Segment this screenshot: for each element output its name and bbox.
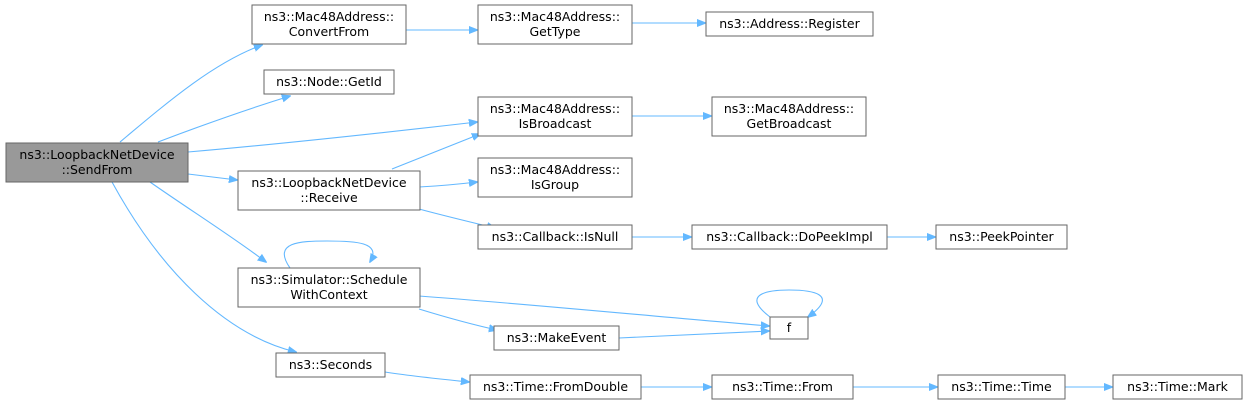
node-label-line1: ns3::Seconds <box>289 357 372 372</box>
node-seconds[interactable]: ns3::Seconds <box>275 352 386 378</box>
edge-sendfrom-receive <box>187 173 237 180</box>
edge-sendfrom-isbroadcast <box>187 122 477 153</box>
edge-receive-isbroadcast <box>391 134 480 170</box>
node-label-line1: ns3::Mac48Address:: <box>724 101 854 116</box>
edge-sendfrom-convertfrom <box>119 45 262 143</box>
edge-schedule-f <box>418 295 769 326</box>
node-label-line2: IsBroadcast <box>519 116 592 131</box>
node-label-line1: ns3::Time::From <box>732 379 833 394</box>
node-label-line1: ns3::MakeEvent <box>507 330 607 345</box>
node-time-fromdouble[interactable]: ns3::Time::FromDouble <box>469 374 642 400</box>
edge-receive-isgroup <box>418 182 477 188</box>
node-simulator-schedulewithcontext[interactable]: ns3::Simulator::Schedule WithContext <box>237 267 421 308</box>
node-label-line1: ns3::Mac48Address:: <box>490 101 620 116</box>
node-label-line2: ::Receive <box>300 190 358 205</box>
node-address-register[interactable]: ns3::Address::Register <box>705 11 874 37</box>
node-label-line1: ns3::Mac48Address:: <box>490 9 620 24</box>
node-label-line1: ns3::Address::Register <box>719 16 860 31</box>
node-label-line1: ns3::Node::GetId <box>276 74 382 89</box>
node-callback-dopeekimpl[interactable]: ns3::Callback::DoPeekImpl <box>691 224 888 250</box>
node-label-line2: GetBroadcast <box>747 116 832 131</box>
node-label-line1: ns3::Time::Time <box>951 379 1052 394</box>
edge-sendfrom-seconds <box>111 181 296 352</box>
edge-schedule-self <box>283 240 373 269</box>
node-time-from[interactable]: ns3::Time::From <box>711 374 854 400</box>
node-callback-isnull[interactable]: ns3::Callback::IsNull <box>477 224 633 250</box>
node-label-line1: ns3::Time::Mark <box>1127 379 1228 394</box>
node-label-line1: ns3::Callback::DoPeekImpl <box>706 229 873 244</box>
node-label-line1: ns3::Simulator::Schedule <box>251 272 408 287</box>
node-label-line2: ConvertFrom <box>289 24 369 39</box>
node-label-line2: WithContext <box>290 287 367 302</box>
node-label-line2: IsGroup <box>531 177 579 192</box>
node-label-line1: ns3::PeekPointer <box>949 229 1054 244</box>
edge-seconds-fromdouble <box>384 371 469 382</box>
node-label-line1: ns3::LoopbackNetDevice <box>251 175 406 190</box>
node-mac48-gettype[interactable]: ns3::Mac48Address:: GetType <box>477 4 633 45</box>
edge-f-self <box>756 289 823 317</box>
node-label-line1: ns3::Mac48Address:: <box>490 162 620 177</box>
node-loopback-sendfrom[interactable]: ns3::LoopbackNetDevice ::SendFrom <box>5 142 189 183</box>
node-label-line1: ns3::Time::FromDouble <box>483 379 628 394</box>
node-makeevent[interactable]: ns3::MakeEvent <box>493 325 620 351</box>
node-label-line1: ns3::Mac48Address:: <box>264 9 394 24</box>
node-mac48-isgroup[interactable]: ns3::Mac48Address:: IsGroup <box>477 157 633 198</box>
node-loopback-receive[interactable]: ns3::LoopbackNetDevice ::Receive <box>237 170 421 211</box>
node-label-line1: ns3::LoopbackNetDevice <box>19 147 174 162</box>
call-edges <box>111 23 1112 387</box>
node-mac48-isbroadcast[interactable]: ns3::Mac48Address:: IsBroadcast <box>477 96 633 137</box>
node-node-getid[interactable]: ns3::Node::GetId <box>263 69 395 95</box>
node-label-line1: ns3::Callback::IsNull <box>492 229 619 244</box>
edge-sendfrom-getid <box>157 96 290 143</box>
node-time-time[interactable]: ns3::Time::Time <box>937 374 1066 400</box>
node-mac48-convertfrom[interactable]: ns3::Mac48Address:: ConvertFrom <box>251 4 407 45</box>
node-peekpointer[interactable]: ns3::PeekPointer <box>935 224 1068 250</box>
edge-schedule-makeevent <box>418 308 497 330</box>
node-time-mark[interactable]: ns3::Time::Mark <box>1112 374 1243 400</box>
node-label-line2: ::SendFrom <box>62 162 133 177</box>
edge-makeevent-f <box>618 331 769 339</box>
edge-sendfrom-schedule <box>149 181 266 262</box>
node-f[interactable]: f <box>769 316 809 340</box>
node-mac48-getbroadcast[interactable]: ns3::Mac48Address:: GetBroadcast <box>711 96 867 137</box>
node-label-line2: GetType <box>530 24 581 39</box>
node-label-line1: f <box>787 320 792 335</box>
